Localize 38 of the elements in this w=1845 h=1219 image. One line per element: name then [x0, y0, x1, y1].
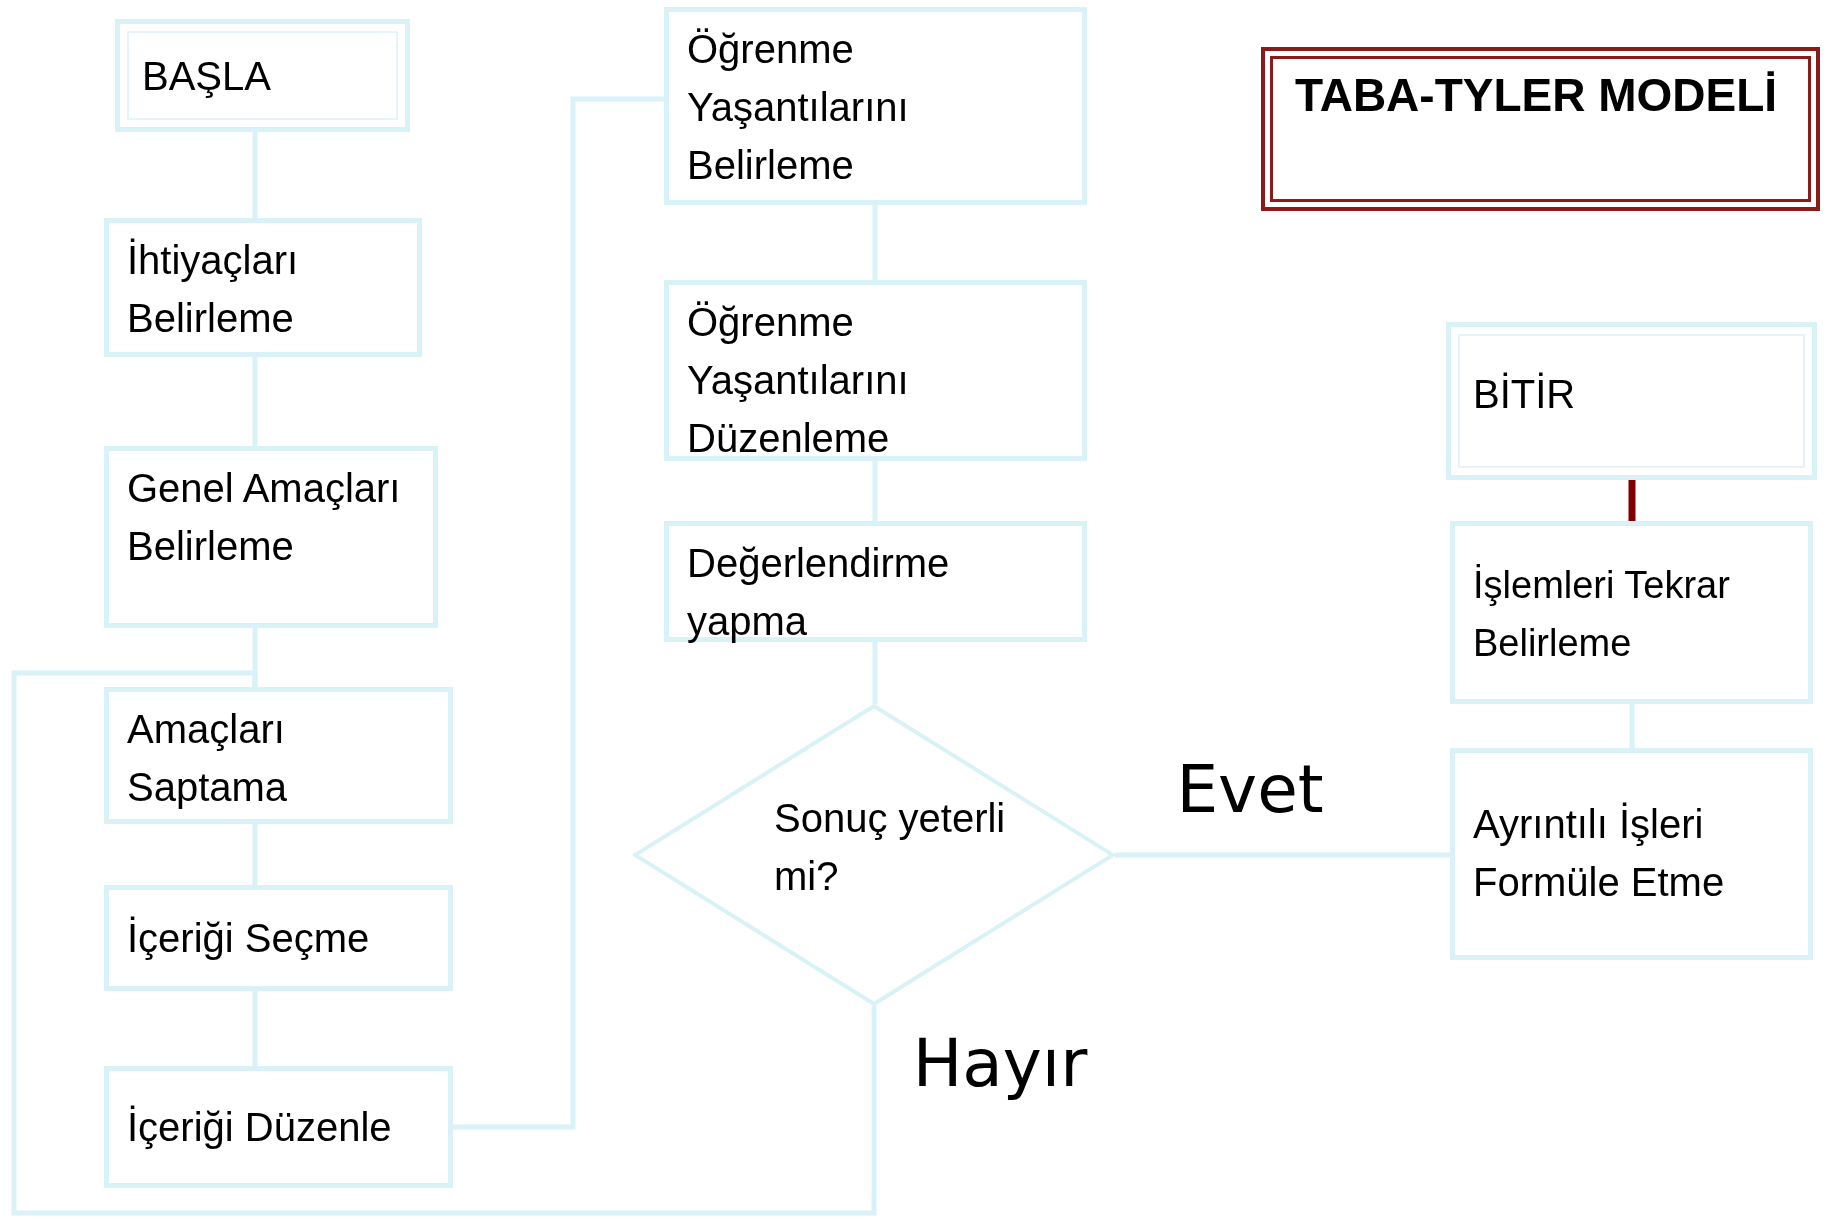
box-text: BAŞLA [142, 52, 271, 100]
connector-line [252, 824, 258, 885]
box-text: Ayrıntılı İşleri Formüle Etme [1473, 801, 1726, 906]
process-box [664, 521, 1087, 642]
box-text: İhtiyaçları Belirleme [127, 237, 300, 342]
connector-line [1629, 704, 1635, 748]
process-box [104, 446, 438, 628]
process-box [104, 1066, 453, 1188]
connector-line [453, 96, 664, 1130]
process-box [1450, 748, 1813, 960]
box-text: Genel Amaçları Belirleme [127, 465, 402, 570]
box-text: Amaçları Saptama [127, 706, 289, 811]
connector-line [872, 461, 878, 521]
process-box [664, 7, 1087, 205]
decision-text: Sonuç yeterli mi? [774, 795, 1007, 900]
box-text: İçeriği Seçme [127, 915, 370, 962]
box-text: İşlemleri Tekrar Belirleme [1473, 563, 1731, 666]
connector-line [11, 670, 877, 1216]
connector-line [252, 357, 258, 446]
box-text: Öğrenme Yaşantılarını Düzenleme [687, 299, 910, 462]
box-text: BİTİR [1473, 371, 1576, 418]
connector-line [872, 642, 878, 704]
connector-line [872, 205, 878, 280]
title: TABA-TYLER MODELİ [1270, 56, 1811, 202]
process-box [1450, 521, 1813, 704]
process-box [664, 280, 1087, 461]
connector-line [252, 132, 258, 218]
process-box [104, 687, 453, 824]
connector-line [252, 991, 258, 1066]
connector-line [1628, 480, 1636, 521]
process-box [104, 218, 422, 357]
process-box [104, 885, 453, 991]
terminal-box [115, 19, 410, 132]
box-text: Öğrenme Yaşantılarını Belirleme [687, 26, 910, 189]
connector-line [1115, 852, 1450, 858]
box-text: Değerlendirme yapma [687, 540, 951, 645]
terminal-box [1446, 322, 1817, 480]
box-text: İçeriği Düzenle [127, 1104, 392, 1151]
